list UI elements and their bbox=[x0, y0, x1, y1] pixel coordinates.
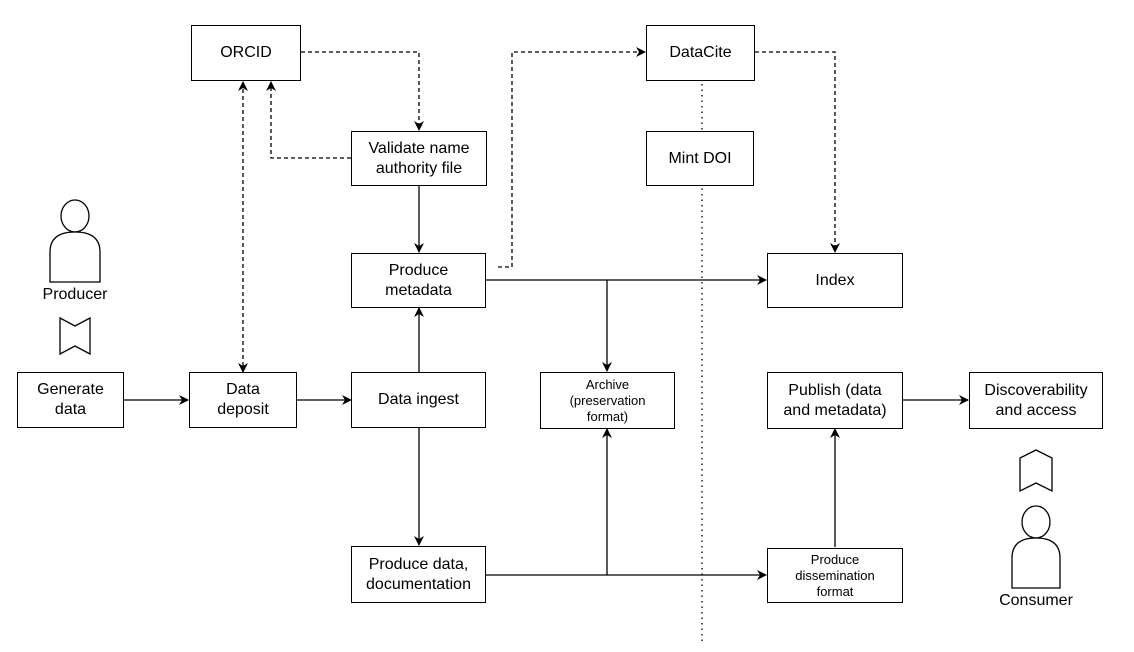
generate-data-node: Generate data bbox=[17, 372, 124, 428]
edge-orcid-to-validate bbox=[301, 51, 424, 131]
datacite-node: DataCite bbox=[646, 25, 755, 81]
generate-data-label: Generate data bbox=[37, 381, 104, 418]
data-ingest-node: Data ingest bbox=[351, 372, 486, 428]
discoverability-node: Discoverability and access bbox=[969, 372, 1103, 429]
discoverability-label: Discoverability and access bbox=[984, 381, 1088, 419]
data-ingest-label: Data ingest bbox=[378, 391, 459, 408]
produce-metadata-label: Produce metadata bbox=[385, 261, 452, 299]
produce-data-documentation-node: Produce data, documentation bbox=[351, 546, 486, 603]
producer-actor-icon bbox=[49, 199, 101, 283]
index-node: Index bbox=[767, 253, 903, 308]
produce-metadata-node: Produce metadata bbox=[351, 253, 486, 308]
orcid-label: ORCID bbox=[220, 44, 272, 61]
mint-doi-label: Mint DOI bbox=[668, 149, 732, 167]
publish-node: Publish (data and metadata) bbox=[767, 372, 903, 429]
archive-node: Archive (preservation format) bbox=[540, 372, 675, 429]
consumer-label: Consumer bbox=[999, 592, 1073, 609]
producer-label: Producer bbox=[42, 286, 108, 303]
archive-label: Archive (preservation format) bbox=[569, 376, 646, 424]
consumer-chevron-icon bbox=[1019, 449, 1053, 493]
publish-label: Publish (data and metadata) bbox=[783, 381, 887, 419]
edge-validate-to-orcid bbox=[266, 81, 351, 159]
datacite-label: DataCite bbox=[669, 44, 732, 61]
consumer-actor-icon bbox=[1011, 505, 1061, 589]
edge-datacite-to-index bbox=[755, 51, 840, 253]
data-deposit-node: Data deposit bbox=[189, 372, 297, 428]
mint-doi-node: Mint DOI bbox=[646, 131, 754, 186]
data-deposit-label: Data deposit bbox=[217, 381, 269, 418]
produce-dissemination-node: Produce dissemination format bbox=[767, 548, 903, 603]
edge-metadata-to-datacite bbox=[498, 47, 646, 268]
produce-dissemination-label: Produce dissemination format bbox=[795, 551, 875, 599]
produce-data-documentation-label: Produce data, documentation bbox=[366, 555, 471, 593]
orcid-node: ORCID bbox=[191, 25, 301, 81]
validate-name-node: Validate name authority file bbox=[351, 131, 487, 186]
producer-chevron-icon bbox=[59, 316, 91, 356]
validate-name-label: Validate name authority file bbox=[368, 139, 470, 177]
index-label: Index bbox=[815, 271, 855, 289]
